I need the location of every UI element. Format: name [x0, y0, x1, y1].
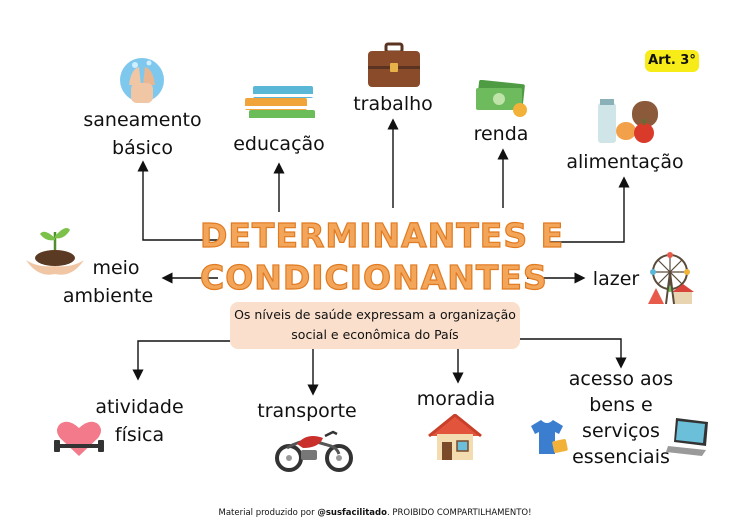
title-line-1: DETERMINANTES E	[199, 215, 565, 255]
node-trabalho: trabalho	[353, 93, 433, 115]
money-icon	[472, 79, 528, 122]
node-bens-line4: essenciais	[572, 446, 670, 468]
ferris-wheel-icon	[646, 252, 694, 308]
motorcycle-icon	[273, 424, 355, 476]
node-renda: renda	[473, 123, 529, 145]
groceries-icon	[596, 95, 662, 151]
footer-handle[interactable]: @susfacilitado	[317, 508, 387, 518]
node-meio-ambiente-line1: meio	[92, 257, 140, 279]
briefcase-icon	[366, 42, 422, 94]
node-bens-line1: acesso aos	[568, 368, 674, 390]
node-meio-ambiente: meio ambiente	[58, 254, 158, 310]
hand-washing-icon	[117, 55, 167, 114]
title-line-2: CONDICIONANTES	[199, 257, 548, 297]
footer-suffix: . PROIBIDO COMPARTILHAMENTO!	[386, 508, 532, 518]
node-atividade-line1: atividade	[95, 396, 184, 418]
node-saneamento-line1: saneamento	[83, 109, 202, 131]
subtitle-box: Os níveis de saúde expressam a organizaç…	[230, 302, 520, 349]
plant-in-hands-icon	[22, 222, 88, 284]
node-alimentacao: alimentação	[566, 151, 684, 173]
node-saneamento-line2: básico	[112, 137, 173, 159]
node-educacao: educação	[233, 133, 325, 155]
node-bens-servicos: acesso aos bens e serviços essenciais	[558, 366, 684, 470]
house-icon	[427, 413, 483, 466]
arrow-saneamento	[137, 160, 218, 241]
footer-note: Material produzido por @susfacilitado. P…	[0, 508, 750, 518]
books-icon	[243, 80, 321, 132]
node-saneamento: saneamento básico	[75, 106, 210, 162]
article-badge: Art. 3°	[645, 50, 699, 72]
laptop-icon	[666, 416, 710, 460]
node-moradia: moradia	[416, 388, 496, 410]
subtitle-line-1: Os níveis de saúde expressam a organizaç…	[234, 307, 516, 322]
node-bens-line3: serviços	[582, 420, 660, 442]
heart-dumbbell-icon	[54, 418, 104, 462]
footer-prefix: Material produzido por	[218, 508, 318, 518]
node-transporte: transporte	[257, 400, 357, 422]
node-bens-line2: bens e	[589, 394, 653, 416]
node-atividade-line2: física	[114, 424, 165, 446]
node-meio-ambiente-line2: ambiente	[62, 285, 154, 307]
node-atividade-fisica: atividade física	[82, 393, 197, 449]
arrow-alimentacao	[550, 176, 630, 243]
shirt-icon	[527, 418, 571, 462]
node-lazer: lazer	[592, 268, 640, 290]
subtitle-line-2: social e econômica do País	[291, 327, 459, 342]
